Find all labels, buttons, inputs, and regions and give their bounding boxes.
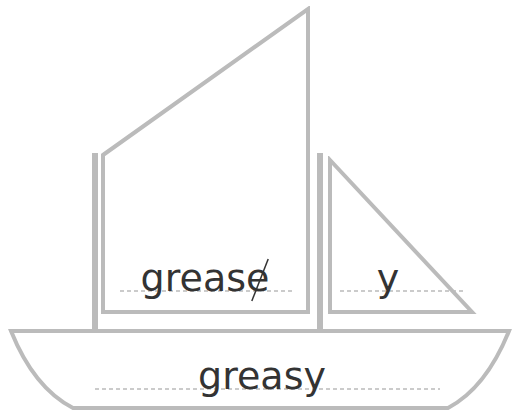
strike-slash (252, 259, 268, 301)
word-part: grease (141, 259, 270, 297)
sail-outline (103, 9, 308, 312)
mast (317, 153, 323, 332)
sail-outline (330, 160, 472, 312)
hull-outline (11, 331, 509, 408)
writing-line (340, 290, 466, 292)
boat-hull: greasy (8, 328, 512, 416)
sail: y (326, 156, 480, 316)
sail-outline (326, 156, 480, 316)
mast (92, 153, 98, 332)
word-part: y (377, 259, 400, 297)
sail: grease (100, 6, 312, 316)
word-part: greasy (198, 357, 326, 395)
